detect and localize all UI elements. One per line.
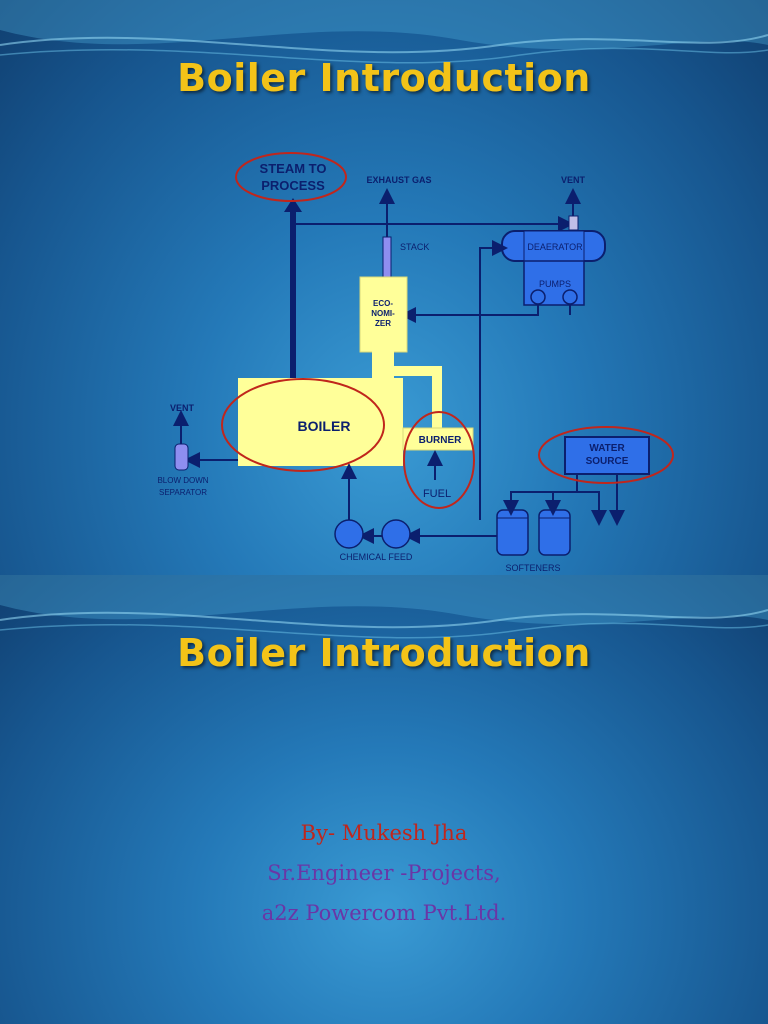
boiler-highlight-ellipse (221, 378, 385, 472)
label-softeners: SOFTENERS (505, 563, 560, 573)
steam-highlight-ellipse (235, 152, 347, 202)
pump-1 (530, 289, 546, 305)
chemical-feed-pump-2 (381, 519, 411, 549)
author-line: By- Mukesh Jha (300, 821, 468, 845)
slide-diagram: Boiler Introduction (0, 0, 768, 575)
slide-title: Boiler Introduction (177, 631, 591, 675)
label-stack: STACK (400, 242, 429, 252)
water-source (564, 436, 650, 475)
label-chemical-feed: CHEMICAL FEED (340, 552, 413, 562)
header-waves (0, 575, 768, 639)
header-waves (0, 0, 768, 64)
label-vent-top: VENT (561, 175, 586, 185)
company-line: a2z Powercom Pvt.Ltd. (261, 901, 507, 925)
label-steam-to-process-1: STEAM TO (260, 161, 327, 176)
label-deaerator: DEAERATOR (527, 242, 583, 252)
slide-title-card: Boiler Introduction By- Mukesh Jha Sr.En… (0, 575, 768, 1024)
burner-highlight-ellipse (403, 411, 475, 509)
softener-2 (538, 509, 571, 556)
label-blow-down-1: BLOW DOWN (157, 476, 208, 485)
label-pumps: PUMPS (539, 279, 571, 289)
label-fuel: FUEL (423, 488, 451, 500)
boiler (238, 378, 403, 466)
pump-2 (562, 289, 578, 305)
position-line: Sr.Engineer -Projects, (267, 861, 501, 885)
label-boiler: BOILER (298, 418, 351, 434)
credits-block: By- Mukesh Jha Sr.Engineer -Projects, a2… (0, 813, 768, 933)
blow-down-separator (174, 443, 189, 471)
deaerator-vent-valve (568, 215, 579, 231)
label-steam-to-process-2: PROCESS (261, 178, 325, 193)
label-exhaust-gas: EXHAUST GAS (366, 175, 431, 185)
label-economizer-3: ZER (375, 319, 391, 328)
chemical-feed-pump-1 (334, 519, 364, 549)
label-vent-left: VENT (170, 403, 195, 413)
slide-title: Boiler Introduction (177, 56, 591, 100)
stack (382, 236, 392, 278)
label-burner: BURNER (419, 435, 463, 446)
boiler-process-diagram: STEAM TO PROCESS EXHAUST GAS VENT DEAERA… (157, 152, 674, 573)
softener-1 (496, 509, 529, 556)
label-economizer-2: NOMI- (371, 309, 395, 318)
label-water-source-2: SOURCE (586, 456, 629, 467)
label-water-source-1: WATER (589, 443, 625, 454)
steam-arrow-head (284, 198, 302, 212)
economizer (359, 276, 408, 353)
water-source-highlight-ellipse (538, 426, 674, 484)
label-economizer-1: ECO- (373, 299, 393, 308)
label-blow-down-2: SEPARATOR (159, 488, 207, 497)
